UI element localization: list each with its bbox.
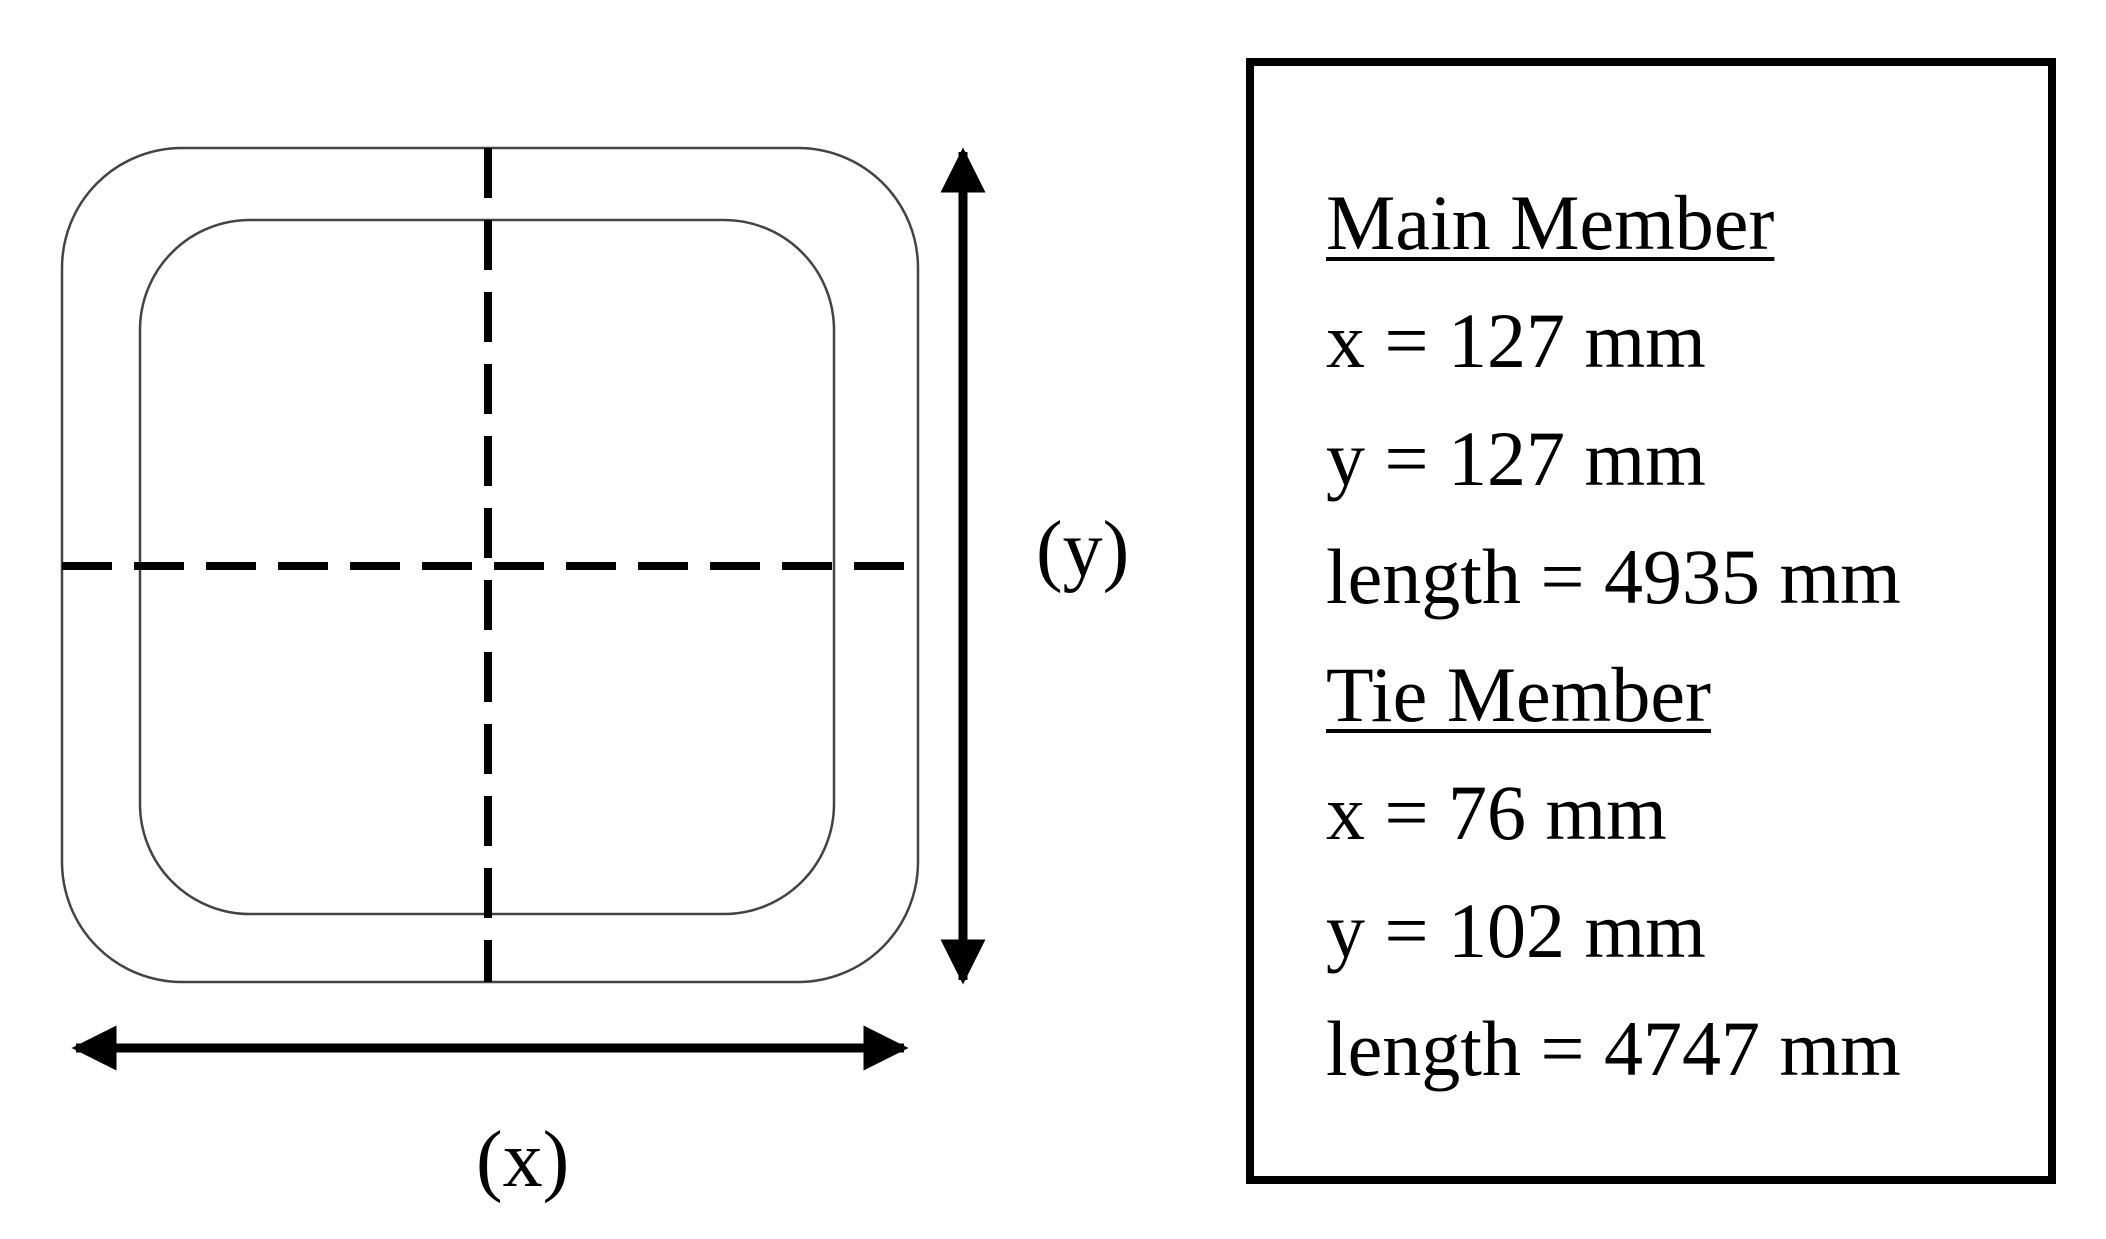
main-member-heading: Main Member xyxy=(1326,179,1775,266)
tie-member-y: y = 102 mm xyxy=(1326,887,1706,974)
tie-member-heading: Tie Member xyxy=(1326,651,1711,738)
tie-member-x: x = 76 mm xyxy=(1326,769,1667,856)
y-dimension-label: (y) xyxy=(1036,506,1130,594)
main-member-x: x = 127 mm xyxy=(1326,297,1706,384)
main-member-y: y = 127 mm xyxy=(1326,415,1706,502)
member-dimensions-box: Main Member x = 127 mm y = 127 mm length… xyxy=(1246,58,2056,1184)
main-member-length: length = 4935 mm xyxy=(1326,533,1901,620)
tie-member-length: length = 4747 mm xyxy=(1326,1005,1901,1092)
x-dimension-label: (x) xyxy=(476,1116,570,1204)
